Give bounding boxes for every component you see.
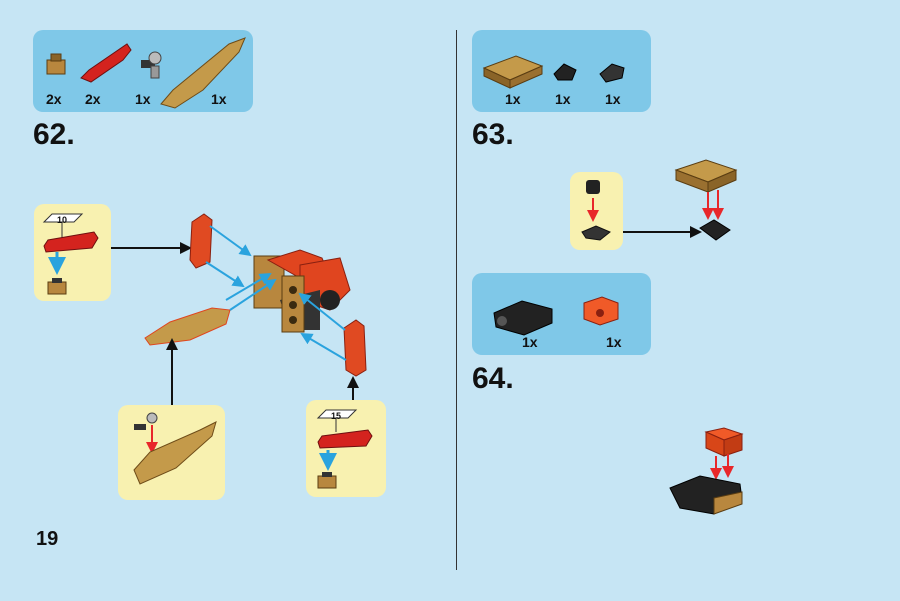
- black-hinge-brick-icon: [493, 300, 553, 336]
- black-plate-clip-icon: [599, 63, 625, 83]
- parts-illustrations: [482, 55, 625, 89]
- core-assembly: [253, 249, 351, 333]
- red-slope-icon: [43, 231, 99, 253]
- parts-list-step-62: 2x 2x 1x 1x: [33, 30, 253, 112]
- step-number: 62.: [33, 118, 75, 151]
- part-qty: 2x: [85, 91, 101, 107]
- part-qty: 1x: [555, 91, 571, 107]
- count-tag-label: 15: [331, 411, 342, 421]
- count-tag: [42, 213, 84, 238]
- orange-technic-brick-icon: [583, 296, 619, 326]
- count-tag-label: 10: [57, 215, 68, 225]
- part-qty: 1x: [606, 334, 622, 350]
- step-number: 63.: [472, 118, 514, 151]
- parts-illustrations: [46, 37, 246, 109]
- page-divider: [456, 30, 457, 570]
- tan-plate-2x3-icon: [482, 55, 544, 89]
- count-tag: [316, 409, 358, 432]
- part-qty: 1x: [135, 91, 151, 107]
- gold-blade-icon: [160, 37, 246, 109]
- part-qty: 1x: [605, 91, 621, 107]
- page-number: 19: [36, 528, 59, 550]
- parts-illustrations: [493, 296, 619, 336]
- black-clip-icon: [553, 63, 577, 81]
- parts-list-step-63: 1x 1x 1x: [472, 30, 651, 112]
- step-number: 64.: [472, 362, 514, 395]
- red-curved-slope-icon: [80, 43, 132, 83]
- pin-connector-icon: [141, 51, 162, 79]
- tan-round-plate-icon: [46, 53, 66, 75]
- step-63-assembly: [581, 159, 738, 241]
- step-64-assembly: [669, 427, 744, 515]
- parts-list-step-64: 1x 1x: [472, 273, 651, 355]
- part-qty: 1x: [211, 91, 227, 107]
- part-qty: 1x: [505, 91, 521, 107]
- part-qty: 2x: [46, 91, 62, 107]
- part-qty: 1x: [522, 334, 538, 350]
